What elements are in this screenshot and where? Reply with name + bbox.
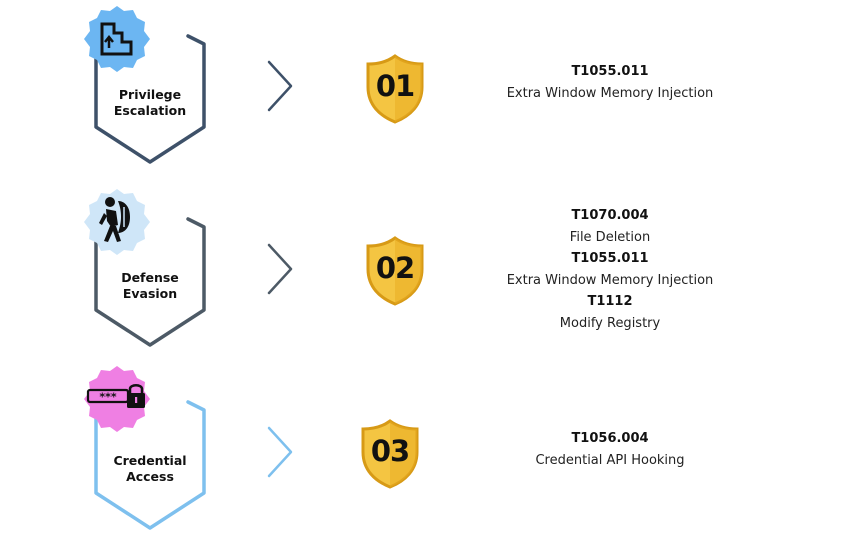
svg-text:***: ***: [99, 391, 117, 404]
tactic-label-line1: Defense: [121, 270, 179, 285]
tactic-label-line1: Credential: [113, 453, 187, 468]
chevron-right-icon: [267, 426, 293, 478]
tactic-label-line2: Evasion: [122, 286, 178, 301]
tactic-row-credential-access: *** Credential Access 03 T1056.004 Crede…: [0, 366, 846, 546]
person-with-shield-icon: [84, 189, 150, 255]
step-shield-03: 03: [358, 418, 422, 490]
technique-list: T1056.004 Credential API Hooking: [470, 428, 750, 471]
tactic-card-credential-access: *** Credential Access: [80, 366, 220, 546]
technique-name: Credential API Hooking: [535, 452, 685, 468]
technique-list: T1055.011 Extra Window Memory Injection: [470, 61, 750, 104]
tactic-label-credential-access: Credential Access: [80, 453, 220, 485]
shield-icon: [366, 236, 424, 306]
technique-list: T1070.004 File Deletion T1055.011 Extra …: [470, 205, 750, 334]
technique-name: File Deletion: [569, 229, 651, 245]
tactic-row-privilege-escalation: Privilege Escalation 01 T1055.011 Extra …: [0, 0, 846, 180]
password-lock-icon: ***: [84, 366, 150, 432]
tactic-label-line1: Privilege: [118, 87, 182, 102]
technique-id: T1055.011: [571, 64, 649, 79]
shield-icon: [361, 419, 419, 489]
technique-id: T1112: [587, 294, 633, 309]
step-number: 03: [370, 434, 410, 468]
tactic-label-line2: Escalation: [113, 103, 187, 118]
technique-id: T1056.004: [571, 431, 649, 446]
technique-name: Modify Registry: [559, 315, 661, 331]
chevron-right-icon: [267, 60, 293, 112]
chevron-right-icon: [267, 243, 293, 295]
stairs-up-arrow-icon: [84, 6, 150, 72]
shield-icon: [366, 54, 424, 124]
technique-name: Extra Window Memory Injection: [506, 272, 714, 288]
tactic-label-privilege-escalation: Privilege Escalation: [80, 87, 220, 119]
technique-id: T1055.011: [571, 251, 649, 266]
tactic-card-defense-evasion: Defense Evasion: [80, 183, 220, 363]
step-shield-01: 01: [363, 53, 427, 125]
technique-id: T1070.004: [571, 208, 649, 223]
tactic-label-line2: Access: [126, 469, 174, 484]
tactic-label-defense-evasion: Defense Evasion: [80, 270, 220, 302]
tactic-card-privilege-escalation: Privilege Escalation: [80, 0, 220, 180]
step-number: 02: [375, 251, 415, 285]
step-shield-02: 02: [363, 235, 427, 307]
step-number: 01: [375, 69, 415, 103]
technique-name: Extra Window Memory Injection: [506, 85, 714, 101]
tactic-row-defense-evasion: Defense Evasion 02 T1070.004 File Deleti…: [0, 183, 846, 363]
